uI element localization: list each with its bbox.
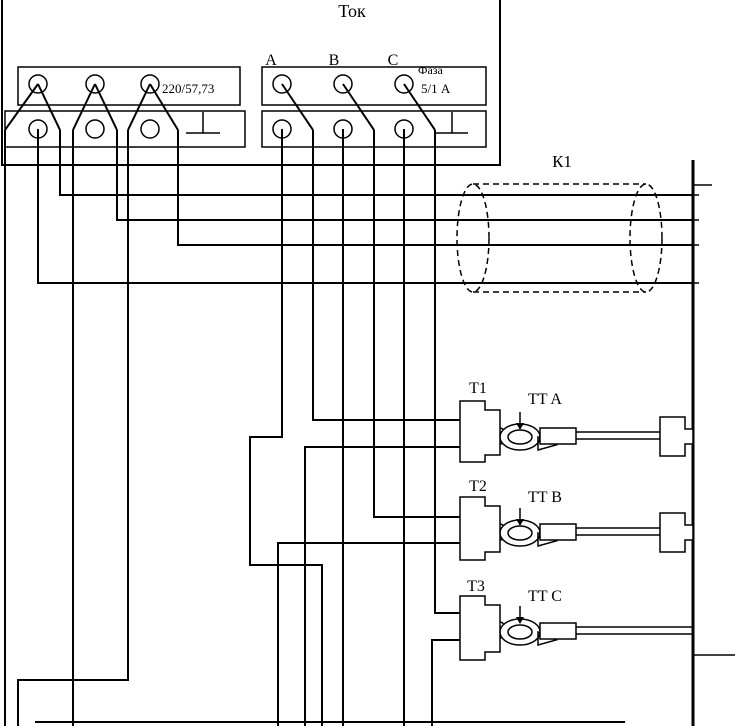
- voltage-terminal-6: [140, 119, 160, 139]
- device-frame: Ток: [1, 0, 501, 166]
- current-block-label-top: Фаза: [418, 63, 444, 77]
- right-bus: [691, 160, 735, 726]
- transformer-2-label: T2: [469, 478, 487, 495]
- cable-k1: К1: [456, 152, 663, 293]
- phase-label-c: C: [388, 52, 399, 69]
- transformer-1-label: T1: [469, 380, 487, 397]
- current-wires: [249, 129, 460, 726]
- phase-label-a: A: [265, 52, 277, 69]
- transformer-1: T1 TT A: [459, 380, 694, 463]
- voltage-terminal-5: [85, 119, 105, 139]
- phase-label-b: B: [329, 52, 340, 69]
- device-title: Ток: [338, 1, 366, 21]
- bus-ticks: [687, 194, 699, 284]
- transformer-3-label: T3: [467, 578, 485, 595]
- ct-2-label: TT B: [528, 489, 562, 506]
- transformer-2: T2 TT B: [459, 478, 694, 561]
- ct-1-label: TT A: [528, 391, 562, 408]
- voltage-block-label: 220/57,73: [162, 81, 214, 96]
- transformer-3: T3 TT C: [459, 578, 693, 661]
- cable-label: К1: [552, 152, 572, 171]
- ground-symbol-right: [436, 112, 468, 134]
- voltage-jumpers: [4, 83, 179, 131]
- current-jumpers: [281, 83, 436, 131]
- bottom-wires: [4, 130, 625, 726]
- voltage-terminal-block: 220/57,73: [4, 66, 246, 148]
- ct-3-label: TT C: [528, 588, 562, 605]
- voltage-wires: [37, 129, 693, 284]
- ground-symbol-left: [186, 112, 220, 134]
- current-block-label-bottom: 5/1 А: [421, 81, 451, 96]
- voltage-terminal-row-top: [17, 66, 241, 106]
- current-terminal-row-top: [261, 66, 487, 106]
